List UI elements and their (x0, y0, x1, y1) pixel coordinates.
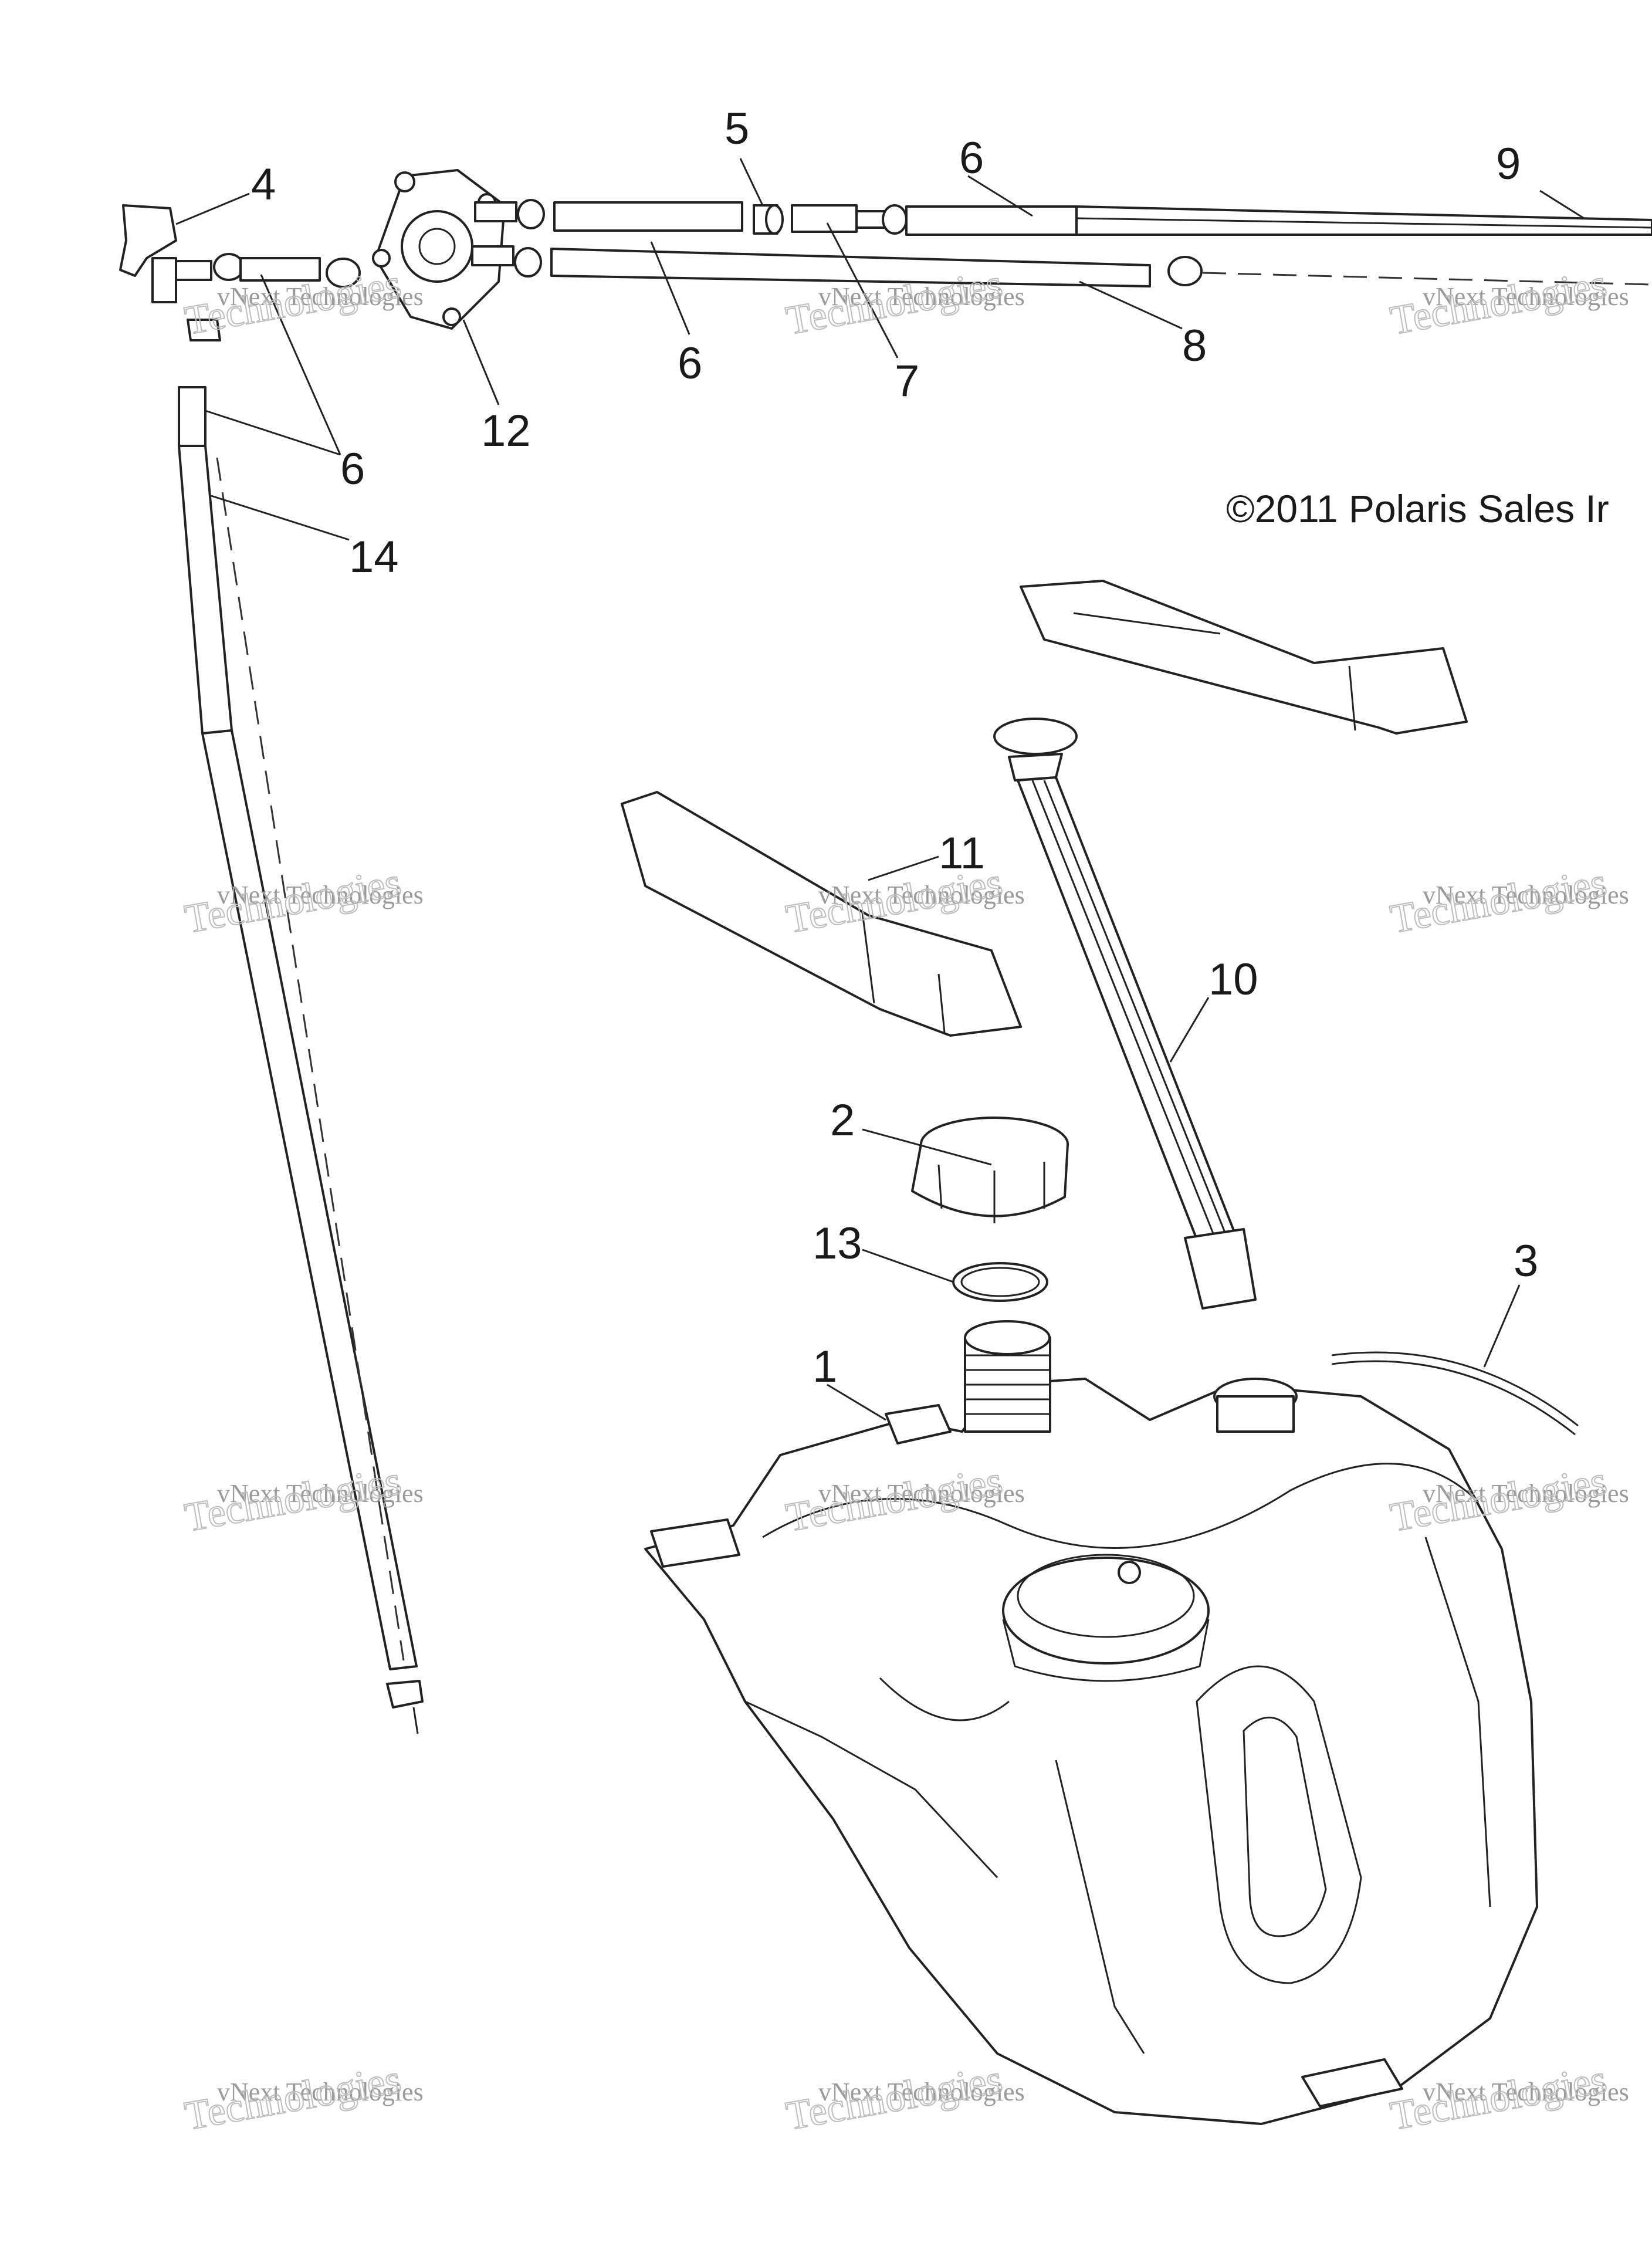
callout-6: 6 (678, 339, 702, 388)
svg-text:vNext Technologies: vNext Technologies (1423, 282, 1629, 311)
svg-text:Technologies: Technologies (1387, 261, 1610, 343)
callout-10: 10 (1208, 955, 1258, 1004)
callout-12: 12 (481, 406, 531, 456)
svg-text:vNext Technologies: vNext Technologies (217, 2078, 424, 2106)
hose-segment-6a (213, 253, 361, 288)
svg-text:vNext Technologies: vNext Technologies (1423, 1479, 1629, 1508)
svg-text:vNext Technologies: vNext Technologies (1423, 2078, 1629, 2106)
fuel-filter-7 (791, 204, 908, 235)
callout-5: 5 (725, 104, 749, 154)
svg-text:Technologies: Technologies (1387, 860, 1610, 942)
watermark: vNext Technologies Technologies (1386, 261, 1629, 344)
callout-3: 3 (1514, 1236, 1538, 1286)
watermark: vNext Technologies Technologies (1386, 859, 1629, 942)
callout-4: 4 (251, 160, 276, 209)
o-ring-13 (952, 1262, 1048, 1302)
svg-text:vNext Technologies: vNext Technologies (818, 881, 1025, 909)
callout-8: 8 (1182, 321, 1207, 371)
foam-pad-upper-11 (1020, 580, 1468, 735)
foam-pad-lower-11 (621, 791, 1022, 1037)
callout-7: 7 (895, 356, 919, 406)
callout-1: 1 (813, 1342, 837, 1392)
svg-text:vNext Technologies: vNext Technologies (818, 282, 1025, 311)
fuel-cap-2 (911, 1117, 1069, 1223)
callout-6: 6 (959, 133, 984, 183)
callout-2: 2 (830, 1095, 855, 1145)
svg-text:Technologies: Technologies (181, 2056, 404, 2139)
svg-text:Technologies: Technologies (181, 860, 404, 942)
fuel-line-assembly (119, 169, 1652, 1734)
watermark: vNext Technologies Technologies (181, 2056, 423, 2139)
fuel-hose-14 (178, 319, 424, 1734)
svg-text:vNext Technologies: vNext Technologies (818, 1479, 1025, 1508)
svg-text:vNext Technologies: vNext Technologies (818, 2078, 1025, 2106)
watermark: vNext Technologies Technologies (181, 859, 424, 942)
callouts: 4 5 6 9 6 7 8 12 6 14 11 10 2 13 3 1 (251, 104, 1538, 1392)
elbow-fitting-4 (119, 204, 212, 303)
clamp-5 (753, 204, 784, 235)
callout-9: 9 (1496, 139, 1521, 189)
svg-text:Technologies: Technologies (783, 2056, 1006, 2139)
hose-segment-6b (517, 199, 743, 232)
callout-6: 6 (340, 444, 365, 494)
copyright-notice: ©2011 Polaris Sales Ir (1226, 487, 1609, 530)
leader-lines (175, 158, 1585, 1421)
fuel-tank-1 (644, 1320, 1538, 2125)
fuel-pump-12 (372, 169, 517, 330)
vent-line-3 (1331, 1351, 1579, 1436)
svg-text:vNext Technologies: vNext Technologies (1423, 881, 1629, 909)
hose-segment-6c (905, 205, 1652, 236)
vent-hose-8 (514, 247, 1652, 287)
svg-text:vNext Technologies: vNext Technologies (217, 1479, 424, 1508)
fuel-sender-10 (993, 718, 1257, 1310)
svg-text:vNext Technologies: vNext Technologies (217, 881, 424, 909)
callout-14: 14 (349, 532, 399, 582)
callout-13: 13 (813, 1219, 862, 1268)
svg-text:vNext Technologies: vNext Technologies (217, 282, 424, 311)
watermark: vNext Technologies Technologies (782, 2056, 1025, 2139)
callout-11: 11 (939, 828, 985, 878)
